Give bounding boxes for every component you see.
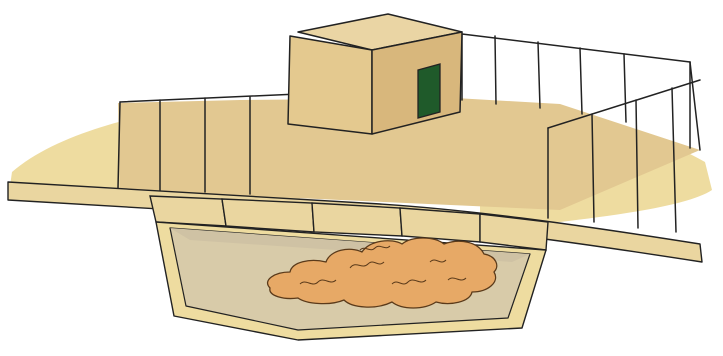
slab-block [312, 203, 402, 236]
slab-block [150, 196, 226, 226]
hut-front [288, 36, 372, 134]
slab-block [400, 208, 480, 242]
door-icon [418, 64, 440, 118]
